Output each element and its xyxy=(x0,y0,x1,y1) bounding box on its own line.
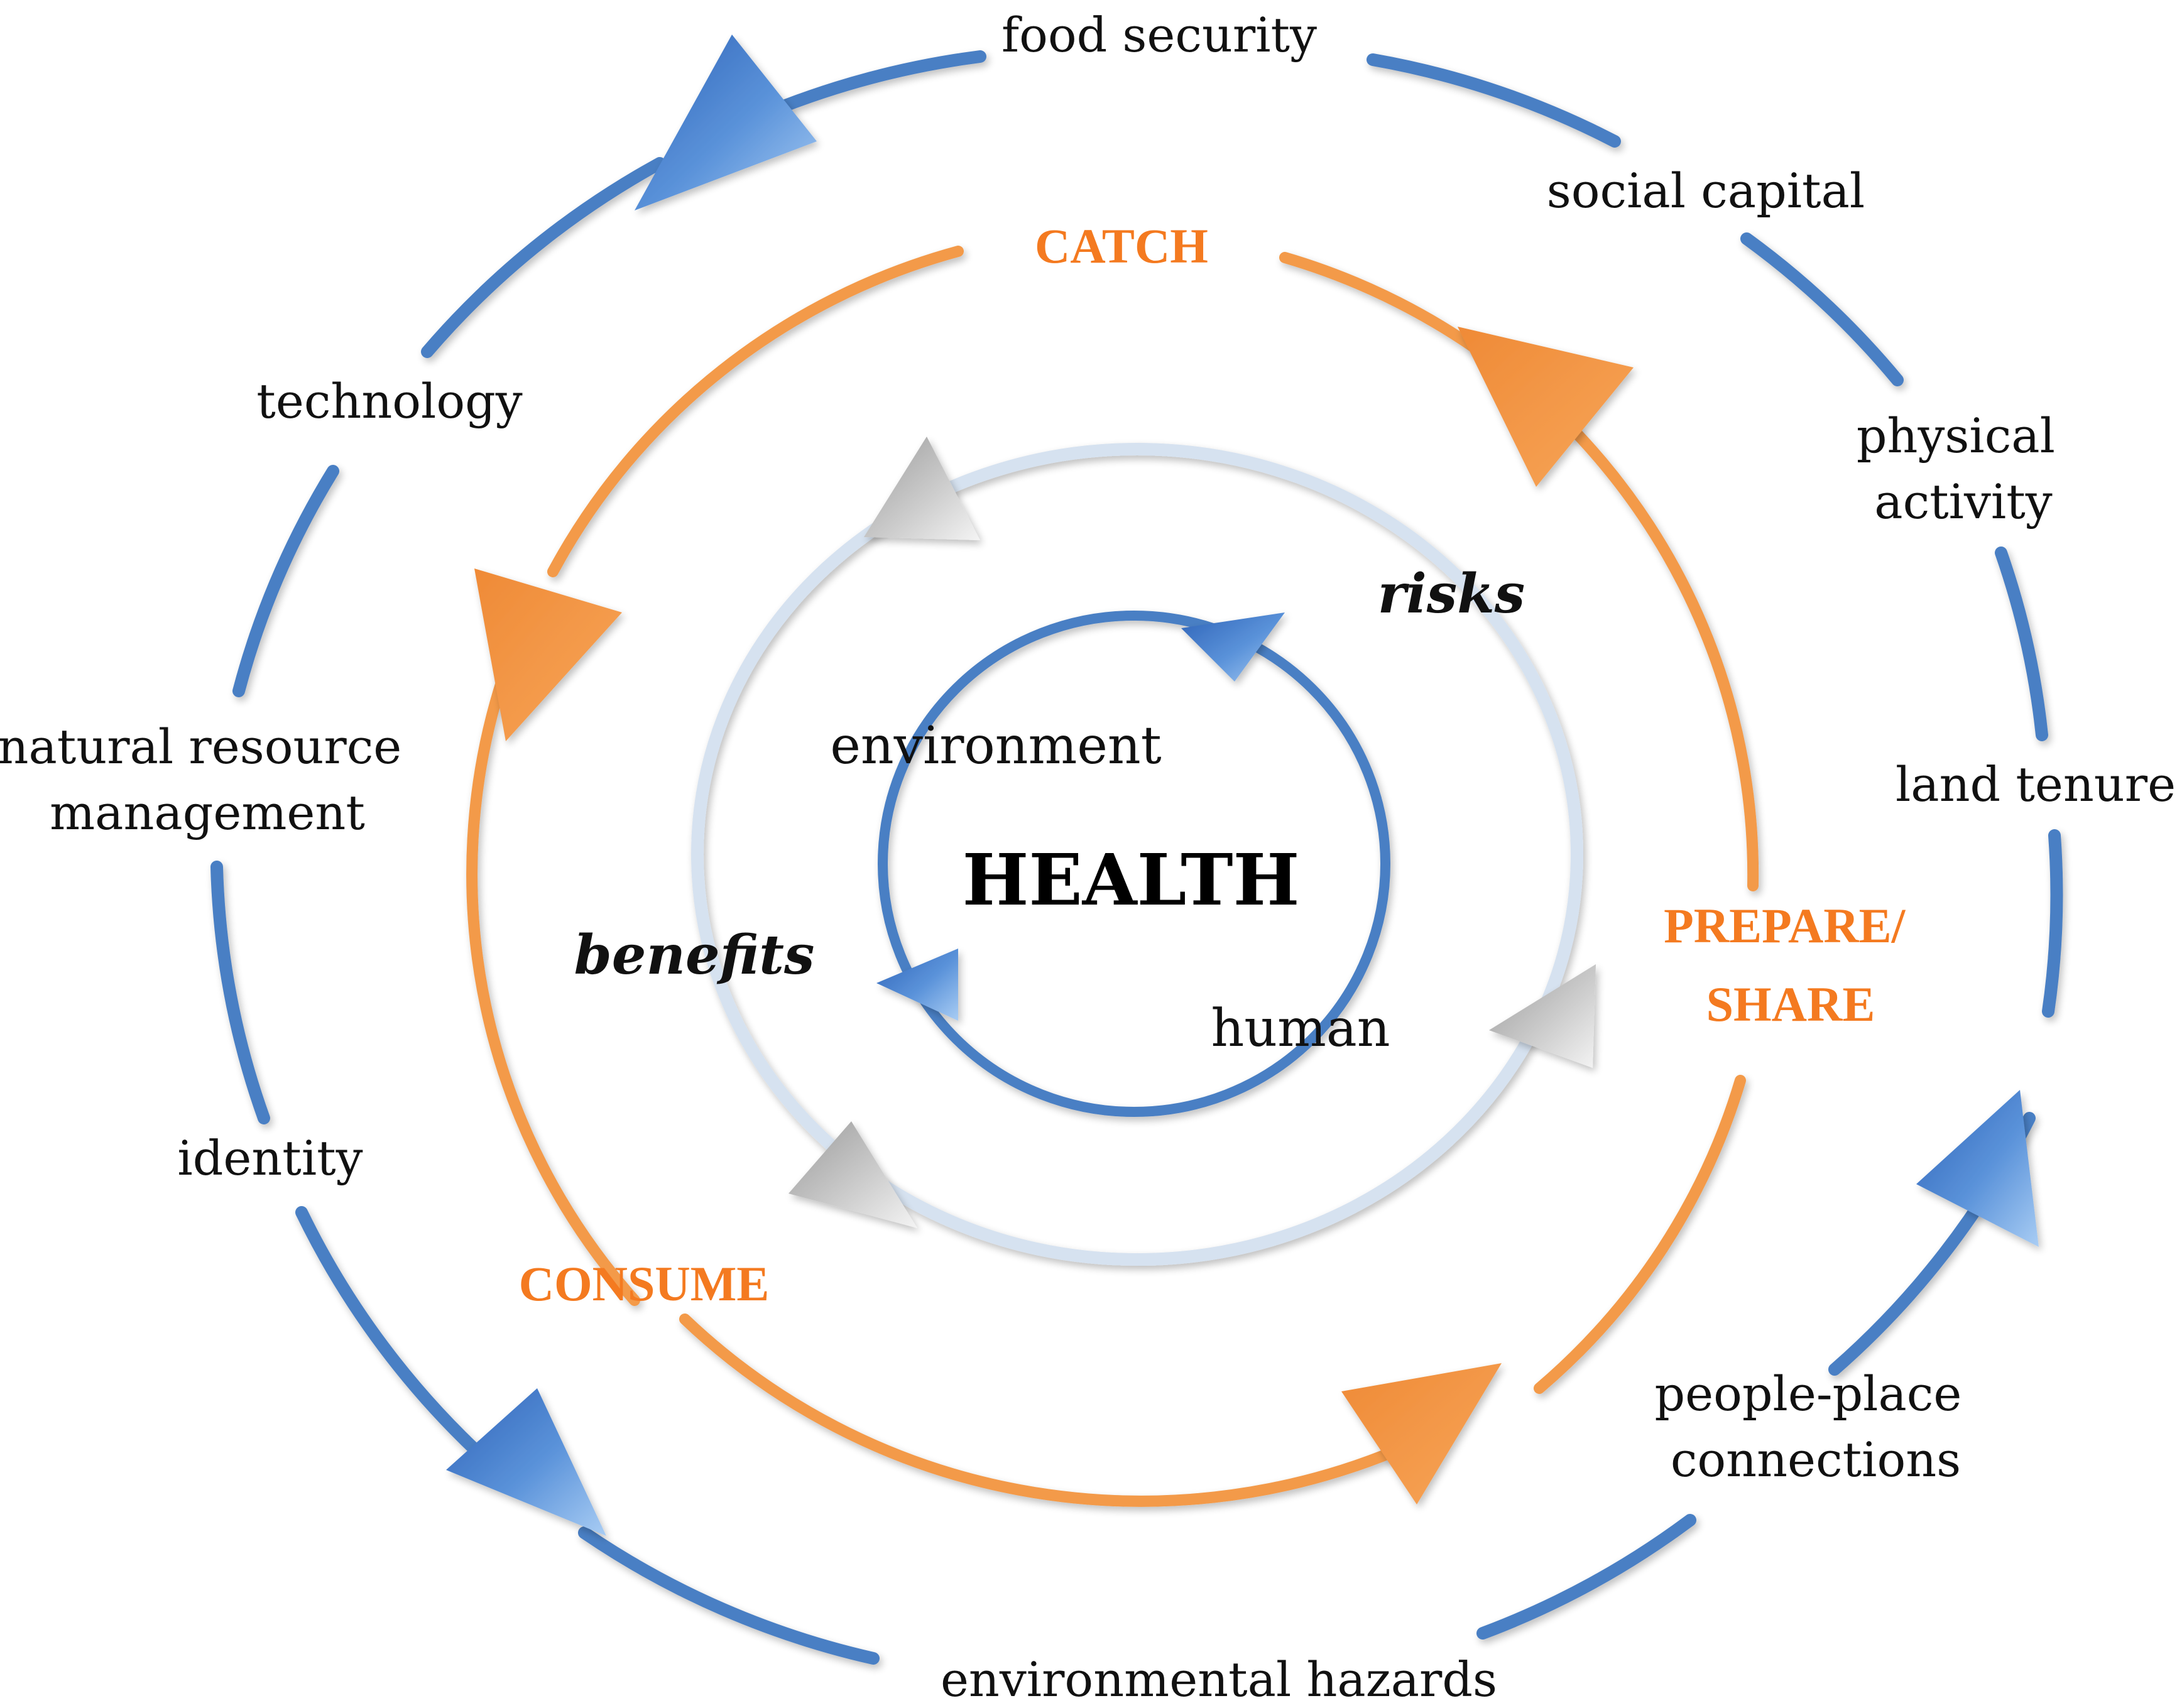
middle-arrowheads xyxy=(788,437,1596,1228)
label-prepare-share: PREPARE/ SHARE xyxy=(1664,898,1918,1031)
label-technology: technology xyxy=(256,373,522,429)
outer-arrowheads xyxy=(446,35,2039,1536)
label-environment: environment xyxy=(830,716,1161,776)
label-environmental-hazards: environmental hazards xyxy=(941,1651,1497,1707)
outer-ring xyxy=(210,50,2063,1665)
inner-arrow-top-icon xyxy=(1181,612,1285,682)
label-consume: CONSUME xyxy=(519,1256,770,1311)
label-human: human xyxy=(1211,999,1390,1058)
middle-arrow-right-icon xyxy=(1489,964,1596,1068)
label-social-capital: social capital xyxy=(1547,163,1865,219)
label-identity: identity xyxy=(177,1130,363,1186)
middle-ring xyxy=(691,443,1583,1266)
inner-arrow-bottom-icon xyxy=(876,949,958,1021)
middle-arrow-top-icon xyxy=(864,437,980,540)
middle-arrow-bottom-icon xyxy=(788,1121,917,1228)
process-arrowheads xyxy=(474,327,1634,1504)
outer-arrow-bottom-right-icon xyxy=(1916,1090,2039,1247)
process-arrow-consume-icon xyxy=(1341,1363,1502,1504)
label-people-place-connections: people-place connections xyxy=(1655,1366,1977,1488)
label-catch: CATCH xyxy=(1035,219,1208,273)
outer-arrow-bottom-left-icon xyxy=(446,1388,606,1536)
label-benefits: benefits xyxy=(574,923,815,987)
label-risks: risks xyxy=(1378,562,1525,626)
label-land-tenure: land tenure xyxy=(1896,756,2176,812)
outer-arrow-top-left-icon xyxy=(635,35,817,210)
process-arrow-left-icon xyxy=(474,568,622,741)
label-health-center: HEALTH xyxy=(963,839,1300,922)
inner-ring xyxy=(878,611,1390,1117)
label-natural-resource-management: natural resource management xyxy=(0,719,417,840)
process-ring xyxy=(466,246,1759,1507)
inner-arrowheads xyxy=(876,612,1285,1021)
process-arrow-catch-icon xyxy=(1458,327,1634,487)
label-food-security: food security xyxy=(1001,7,1317,63)
label-physical-activity: physical activity xyxy=(1857,408,2070,530)
